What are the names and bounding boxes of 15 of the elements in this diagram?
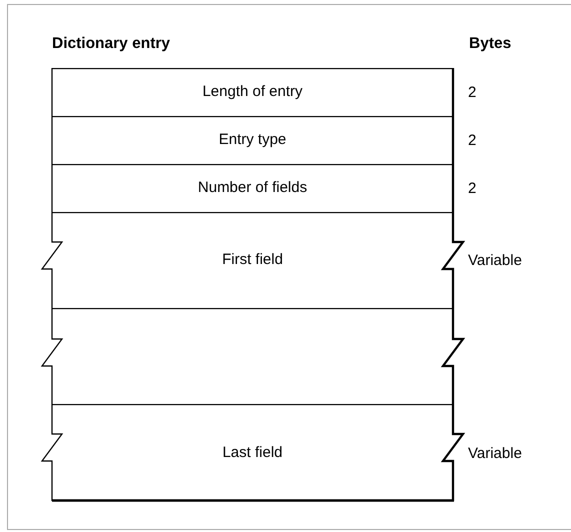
field-name: Number of fields [196, 179, 308, 197]
field-name: Entry type [218, 131, 288, 149]
record-field [40, 212, 466, 310]
field-name: Last field [221, 444, 284, 462]
table-heading: Dictionary entry [52, 35, 170, 53]
field-name: Length of entry [201, 83, 304, 101]
field-name: First field [221, 251, 284, 269]
byte-size: 2 [468, 180, 476, 198]
byte-size: 2 [468, 132, 476, 150]
column-heading: Bytes [469, 35, 512, 53]
byte-size: 2 [468, 84, 476, 102]
record-field [40, 308, 466, 406]
byte-size: Variable [468, 252, 522, 270]
byte-size: Variable [468, 444, 522, 462]
record-field [40, 404, 466, 503]
